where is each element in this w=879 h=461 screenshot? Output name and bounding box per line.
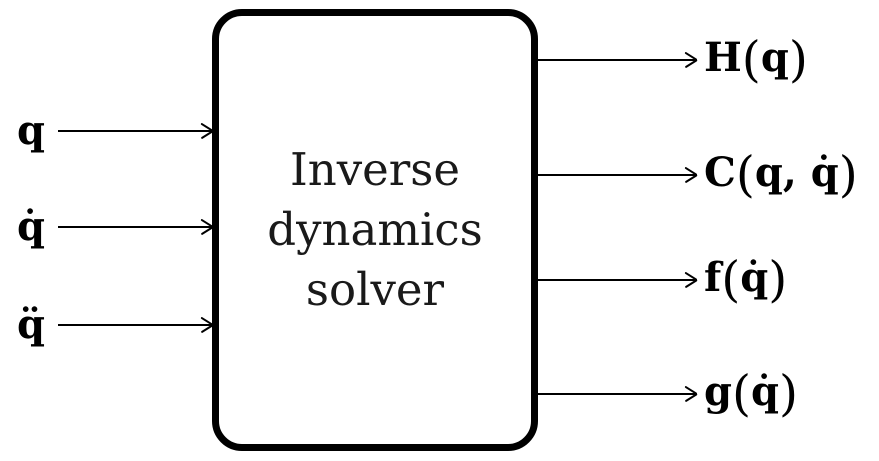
output-arrow-C bbox=[538, 174, 696, 176]
output-arrow-H bbox=[538, 59, 696, 61]
output-label-C: C(q, q̇) bbox=[704, 148, 858, 200]
input-label-qdot: q̇ bbox=[17, 203, 45, 250]
output-C-name: C bbox=[704, 148, 736, 196]
input-row-qdot: q̇ bbox=[10, 195, 212, 259]
output-H-args: q bbox=[760, 33, 789, 81]
input-arrow-qddot bbox=[58, 324, 212, 326]
input-arrow-qdot bbox=[58, 226, 212, 228]
solver-box-label-line3: solver bbox=[305, 263, 445, 316]
input-row-q: q bbox=[10, 99, 212, 163]
output-label-H: H(q) bbox=[704, 33, 808, 85]
close-paren: ) bbox=[768, 250, 788, 308]
output-C-args: q, q̇ bbox=[754, 148, 839, 196]
output-row-f: f(q̇) bbox=[538, 248, 879, 312]
open-paren: ( bbox=[721, 250, 741, 308]
solver-box-label-line2: dynamics bbox=[267, 203, 483, 256]
output-arrow-g bbox=[538, 393, 696, 395]
output-row-g: g(q̇) bbox=[538, 362, 879, 426]
open-paren: ( bbox=[735, 145, 755, 203]
output-label-g: g(q̇) bbox=[704, 367, 798, 419]
solver-box-label-line1: Inverse bbox=[289, 143, 461, 196]
output-label-f: f(q̇) bbox=[704, 253, 787, 305]
input-label-qddot: q̈ bbox=[17, 301, 45, 348]
close-paren: ) bbox=[788, 30, 808, 88]
output-g-args: q̇ bbox=[751, 367, 779, 415]
output-row-H: H(q) bbox=[538, 28, 879, 92]
solver-box: Inverse dynamics solver bbox=[212, 9, 538, 451]
output-g-name: g bbox=[704, 367, 732, 415]
input-row-qddot: q̈ bbox=[10, 293, 212, 357]
output-f-args: q̇ bbox=[740, 253, 769, 301]
input-label-q: q bbox=[17, 107, 45, 154]
output-row-C: C(q, q̇) bbox=[538, 143, 879, 207]
close-paren: ) bbox=[838, 145, 858, 203]
open-paren: ( bbox=[731, 364, 752, 422]
close-paren: ) bbox=[778, 364, 799, 422]
output-arrow-f bbox=[538, 279, 696, 281]
open-paren: ( bbox=[741, 30, 761, 88]
output-H-name: H bbox=[704, 33, 742, 81]
input-arrow-q bbox=[58, 130, 212, 132]
output-f-name: f bbox=[704, 253, 722, 301]
solver-box-label: Inverse dynamics solver bbox=[267, 140, 482, 320]
